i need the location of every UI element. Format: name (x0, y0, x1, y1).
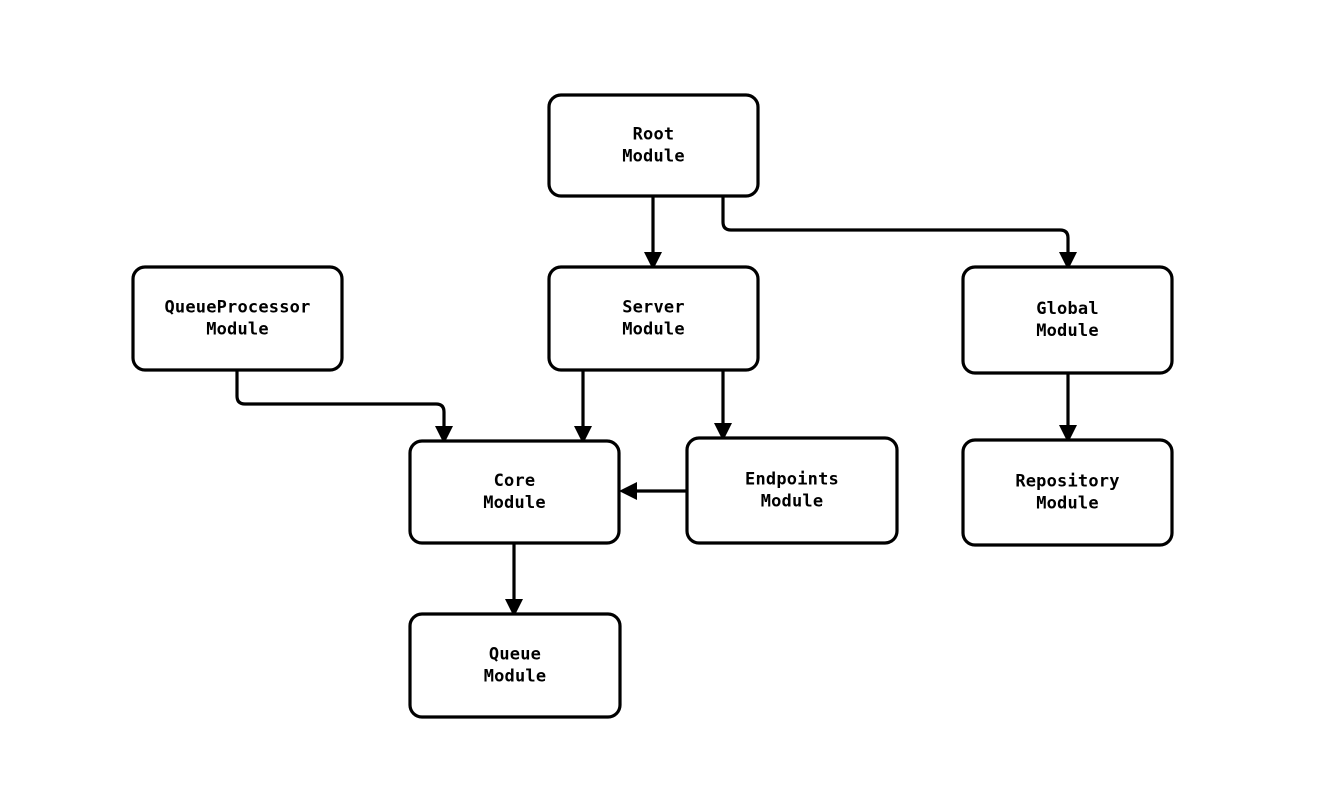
arrowhead-server-core (574, 426, 592, 444)
node-label-line1-queue: Queue (489, 645, 541, 665)
edge-root-server (644, 196, 662, 270)
edge-server-core (574, 370, 592, 444)
node-box-server[interactable] (547, 265, 760, 372)
node-label-line2-global: Module (1036, 321, 1099, 341)
edge-line-queueprocessor-core (235, 370, 446, 432)
edge-server-endpoints (714, 370, 732, 441)
node-label-line2-root: Module (622, 147, 685, 167)
node-label-line1-server: Server (622, 298, 685, 318)
edge-layer (235, 196, 1077, 617)
node-box-root[interactable] (547, 93, 760, 198)
node-label-line1-core: Core (494, 471, 536, 491)
edge-global-repository (1059, 373, 1077, 443)
node-box-endpoints[interactable] (685, 436, 899, 545)
arrowhead-server-endpoints (714, 423, 732, 441)
arrowhead-core-queue (505, 599, 523, 617)
node-layer: RootModuleQueueProcessorModuleServerModu… (131, 93, 1174, 719)
node-label-line2-queue: Module (484, 667, 547, 687)
edge-root-global (721, 196, 1077, 270)
edge-queueprocessor-core (235, 370, 453, 444)
node-box-global[interactable] (961, 265, 1174, 375)
arrowhead-root-server (644, 252, 662, 270)
node-label-line1-global: Global (1036, 299, 1099, 319)
node-label-line1-endpoints: Endpoints (745, 470, 839, 490)
node-label-line2-repository: Module (1036, 494, 1099, 514)
arrowhead-endpoints-core (619, 482, 637, 500)
arrowhead-queueprocessor-core (435, 426, 453, 444)
arrowhead-root-global (1059, 252, 1077, 270)
node-label-line1-root: Root (633, 125, 675, 145)
node-label-line2-endpoints: Module (761, 492, 824, 512)
node-box-core[interactable] (408, 439, 621, 545)
arrowhead-global-repository (1059, 425, 1077, 443)
node-box-repository[interactable] (961, 438, 1174, 547)
edge-core-queue (505, 543, 523, 617)
edge-line-root-global (721, 196, 1070, 258)
node-label-line2-core: Module (483, 493, 546, 513)
node-label-line2-queueprocessor: Module (206, 320, 269, 340)
node-box-queue[interactable] (408, 612, 622, 719)
node-label-line2-server: Module (622, 320, 685, 340)
node-box-queueprocessor[interactable] (131, 265, 344, 372)
edge-endpoints-core (619, 482, 687, 500)
node-label-line1-queueprocessor: QueueProcessor (164, 298, 310, 318)
node-label-line1-repository: Repository (1015, 472, 1119, 492)
